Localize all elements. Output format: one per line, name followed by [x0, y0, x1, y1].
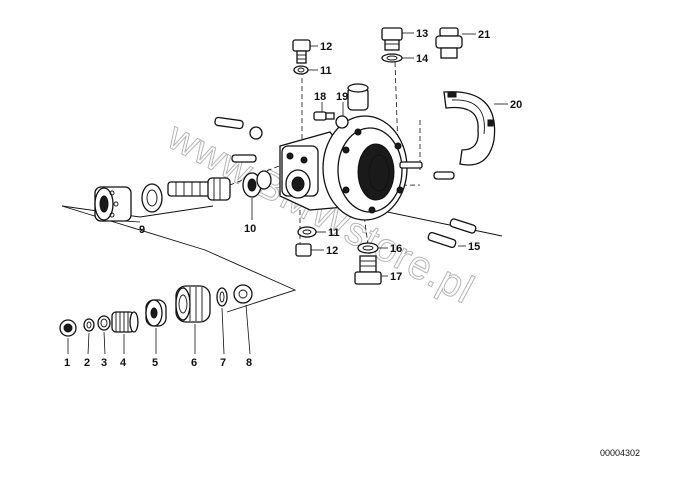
part-1-nut	[59, 319, 77, 354]
callout-21: 21	[478, 29, 490, 41]
callout-13: 13	[416, 28, 428, 40]
part-5-bushing	[145, 299, 167, 354]
callout-18: 18	[314, 91, 326, 103]
callout-11-upper: 11	[320, 65, 332, 77]
callout-6: 6	[191, 357, 197, 369]
callout-16: 16	[390, 243, 402, 255]
part-13-plug	[381, 27, 414, 51]
part-19-plug	[335, 83, 369, 129]
final-drive-housing	[279, 115, 408, 221]
part-8-washer	[233, 284, 253, 355]
part-11-washer-lower	[297, 226, 326, 238]
callout-12-upper: 12	[320, 41, 332, 53]
part-4-pinion-gear	[111, 311, 139, 354]
callout-5: 5	[152, 357, 158, 369]
part-12-bolt-lower	[295, 243, 324, 257]
callout-15: 15	[468, 241, 480, 253]
callout-17: 17	[390, 271, 402, 283]
callout-11-lower: 11	[328, 227, 340, 239]
callout-20: 20	[510, 99, 522, 111]
part-6-threaded-sleeve	[175, 285, 211, 354]
callout-7: 7	[220, 357, 226, 369]
callout-19: 19	[336, 91, 348, 103]
callout-2: 2	[84, 357, 90, 369]
callout-4: 4	[120, 357, 127, 369]
part-15-pins	[427, 218, 477, 249]
callout-12-lower: 12	[326, 245, 338, 257]
document-number: 00004302	[600, 448, 641, 458]
callout-labels: 1 2 3 4 5 6 7 8 9 10 11 11 12 12 13 14 1…	[64, 28, 522, 369]
part-2-washer	[83, 318, 95, 355]
part-20-cover-ring	[443, 91, 508, 166]
callout-8: 8	[246, 357, 252, 369]
part-7-o-ring	[216, 287, 228, 355]
part-12-bolt-upper	[292, 39, 318, 64]
part-9-bearing	[94, 183, 163, 223]
part-11-washer-upper	[293, 65, 318, 75]
part-21-breather-plug	[435, 27, 476, 59]
part-17-drain-plug	[354, 255, 388, 285]
callout-1: 1	[64, 357, 70, 369]
part-14-sealing-ring	[381, 53, 414, 63]
part-16-sealing-ring	[357, 242, 388, 254]
part-18-bolt	[313, 102, 335, 121]
callout-10: 10	[244, 223, 256, 235]
studs-left	[214, 116, 263, 163]
callout-9: 9	[139, 224, 145, 236]
part-3-ring	[97, 315, 111, 355]
drive-pinion-shaft	[167, 177, 231, 201]
callout-3: 3	[101, 357, 107, 369]
callout-14: 14	[416, 53, 429, 65]
part-10-seal-ring	[242, 170, 272, 220]
studs-right	[399, 161, 455, 180]
